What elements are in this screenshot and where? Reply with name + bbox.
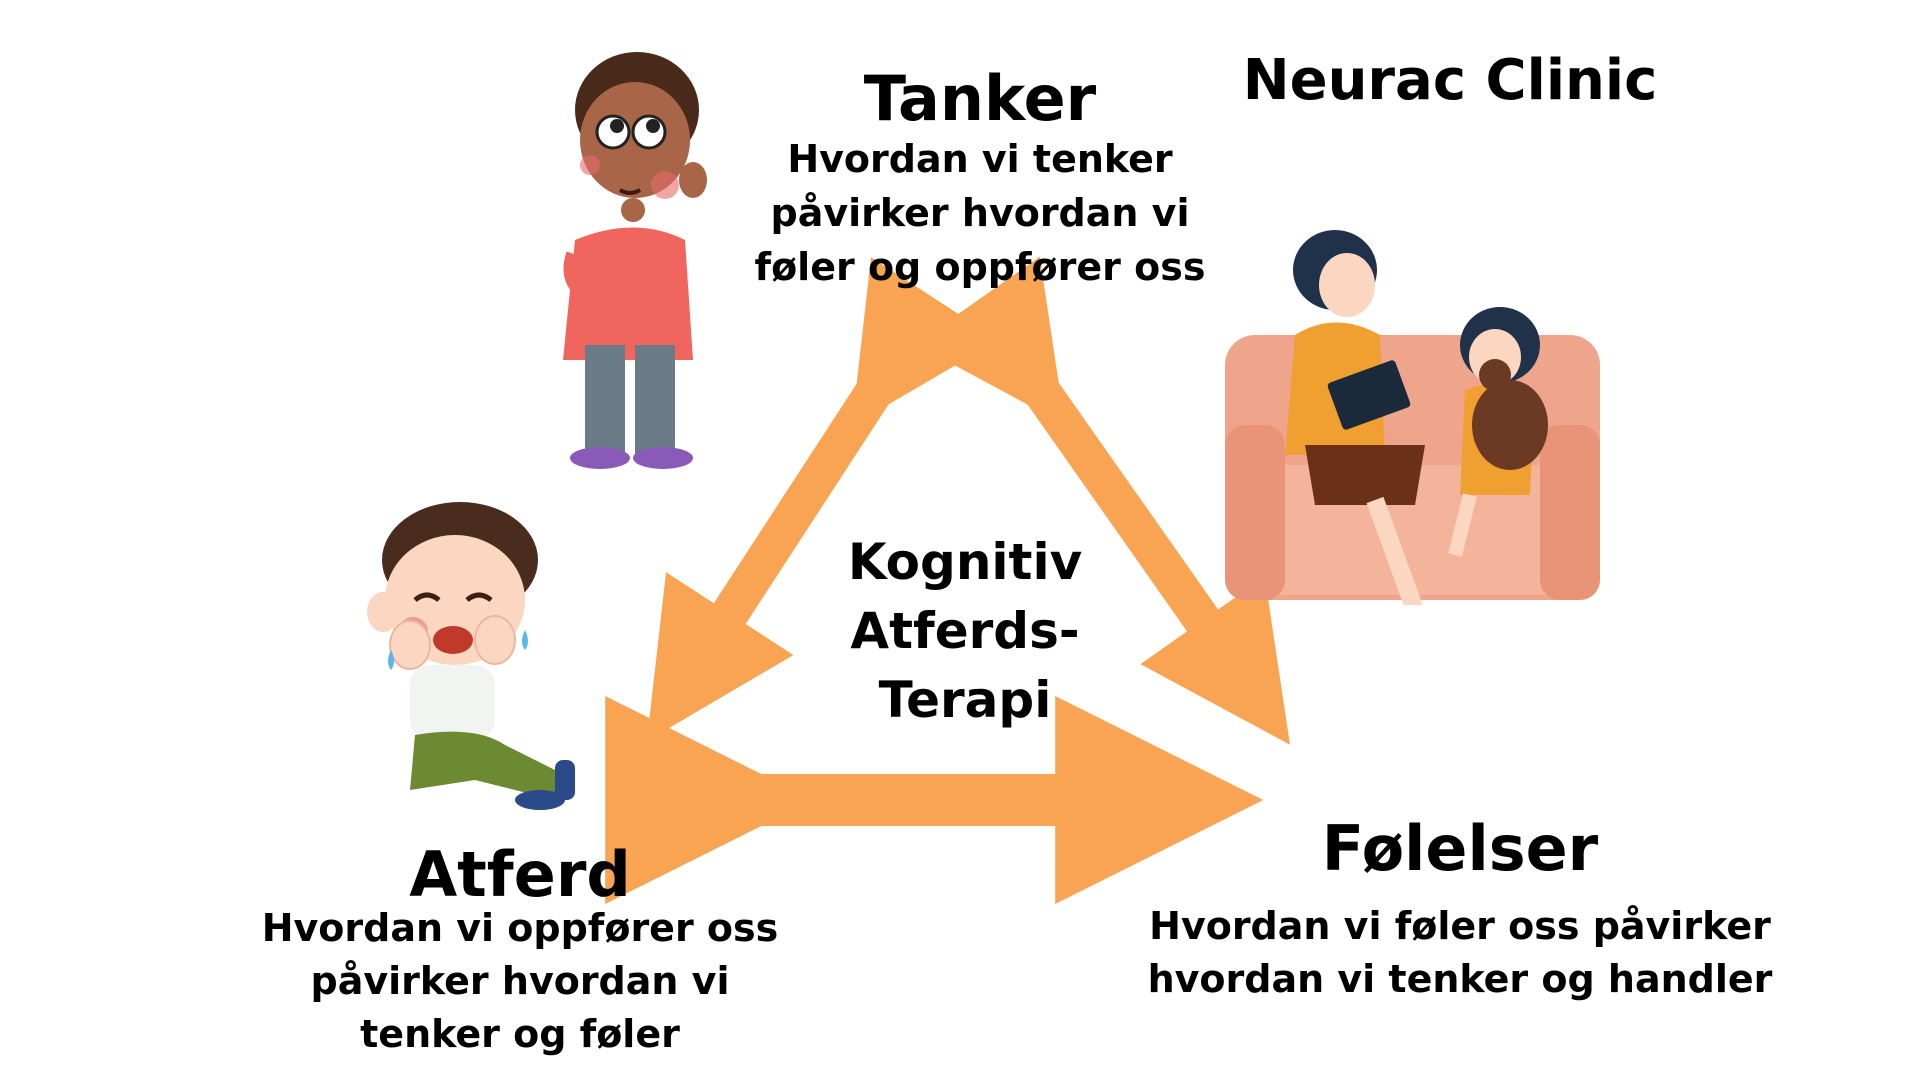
node-title-atferd: Atferd — [409, 838, 631, 911]
node-description-line: Hvordan vi tenker — [787, 137, 1173, 181]
arrow-tanker-folelser — [915, 256, 1290, 745]
center-label-line: Kognitiv — [847, 533, 1083, 591]
arrow-tanker-atferd — [646, 257, 999, 741]
node-title-folelser: Følelser — [1321, 812, 1599, 885]
node-title-tanker: Tanker — [863, 62, 1097, 135]
crying-boy-illustration — [367, 502, 575, 810]
node-description-line: Hvordan vi føler oss påvirker — [1149, 904, 1771, 948]
therapist-with-child-illustration — [1225, 230, 1600, 605]
node-description-line: påvirker hvordan vi — [770, 191, 1190, 235]
brand-name: Neurac Clinic — [1242, 48, 1658, 113]
center-label: Kognitiv Atferds- Terapi — [815, 528, 1115, 735]
node-description-tanker: Hvordan vi tenker påvirker hvordan vi fø… — [740, 132, 1220, 294]
node-description-line: Hvordan vi oppfører oss — [261, 906, 779, 950]
node-description-line: påvirker hvordan vi — [310, 959, 730, 1003]
center-label-line: Terapi — [878, 671, 1052, 729]
node-description-folelser: Hvordan vi føler oss påvirker hvordan vi… — [1120, 900, 1800, 1006]
center-label-line: Atferds- — [850, 602, 1080, 660]
node-description-atferd: Hvordan vi oppfører oss påvirker hvordan… — [260, 902, 780, 1061]
node-description-line: tenker og føler — [360, 1012, 680, 1056]
node-description-line: føler og oppfører oss — [754, 245, 1206, 289]
node-description-line: hvordan vi tenker og handler — [1147, 957, 1773, 1001]
thinking-boy-illustration — [563, 52, 707, 469]
